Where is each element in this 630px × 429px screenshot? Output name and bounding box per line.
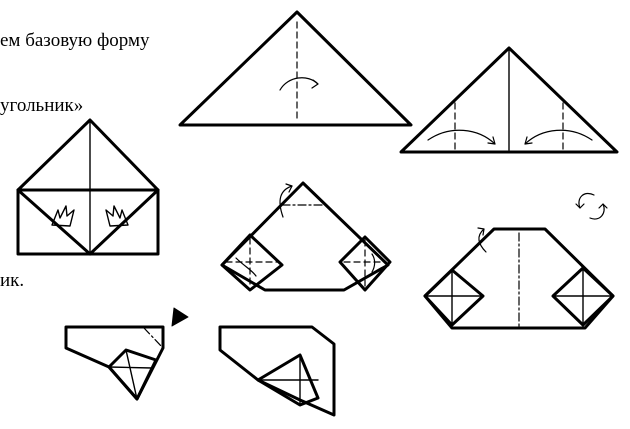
step-1-triangle xyxy=(178,10,413,127)
step-3-square-base xyxy=(16,118,160,256)
step-4-trapezoid-diamonds xyxy=(220,181,392,292)
instruction-text-line-3: ик. xyxy=(0,270,25,291)
instruction-text-line-1: ем базовую форму xyxy=(0,30,150,51)
step-5-hexagon-diamonds xyxy=(423,227,615,330)
instruction-text-line-2: угольник» xyxy=(0,95,84,116)
rotate-over-icon xyxy=(575,192,608,220)
step-2-triangle-side-folds xyxy=(399,46,619,154)
step-7-final-model xyxy=(218,325,336,417)
step-6-folded-model xyxy=(64,307,189,401)
